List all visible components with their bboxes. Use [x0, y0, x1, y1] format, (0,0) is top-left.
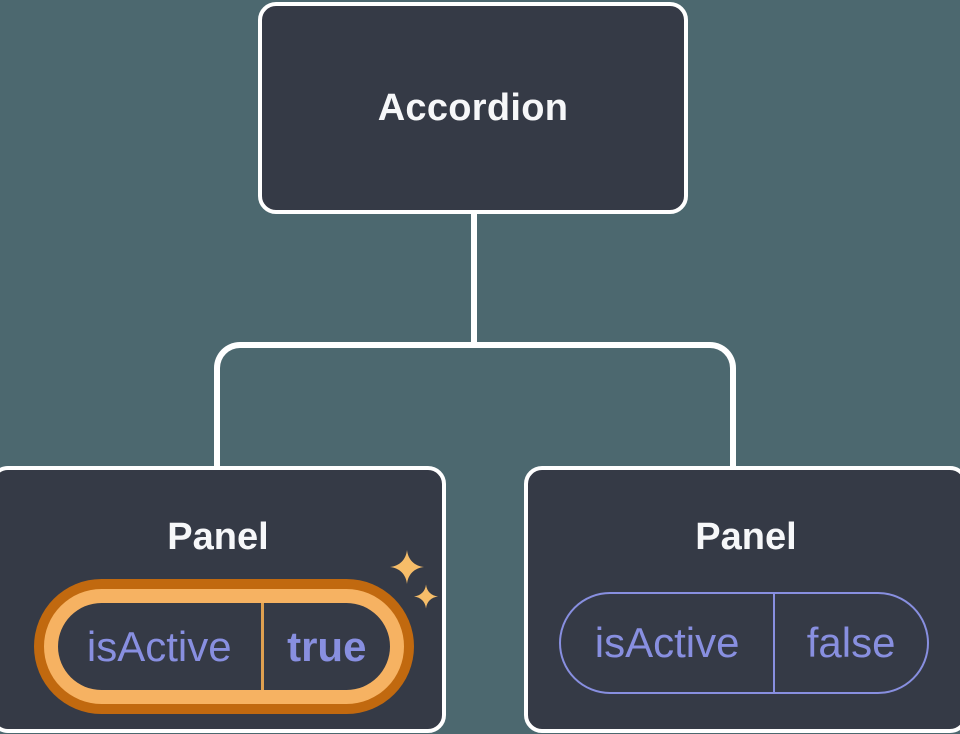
panel-node-label: Panel: [167, 516, 269, 558]
connector-stem: [471, 210, 477, 346]
sparkle-icon-small: [414, 584, 438, 609]
connector-branch: [214, 342, 736, 466]
tree-node-panel-active: Panel isActive true: [0, 466, 446, 733]
prop-name: isActive: [594, 619, 740, 666]
panel-node-label: Panel: [695, 516, 797, 558]
prop-pill-isactive-true: isActive true: [58, 603, 390, 690]
prop-value: true: [287, 622, 367, 670]
prop-pill-divider: [260, 603, 264, 690]
prop-name: isActive: [86, 622, 232, 670]
sparkle-icon-large: [390, 549, 424, 585]
prop-pill-divider: [773, 594, 776, 692]
prop-pill-highlight-ring: isActive true: [34, 579, 414, 714]
prop-pill-isactive-false: isActive false: [559, 592, 929, 694]
tree-node-panel-inactive: Panel isActive false: [524, 466, 960, 733]
tree-node-accordion: Accordion: [258, 2, 688, 214]
prop-value: false: [806, 619, 896, 666]
prop-pill-highlight-ring-inner: isActive true: [44, 589, 404, 704]
accordion-node-label: Accordion: [377, 86, 569, 129]
